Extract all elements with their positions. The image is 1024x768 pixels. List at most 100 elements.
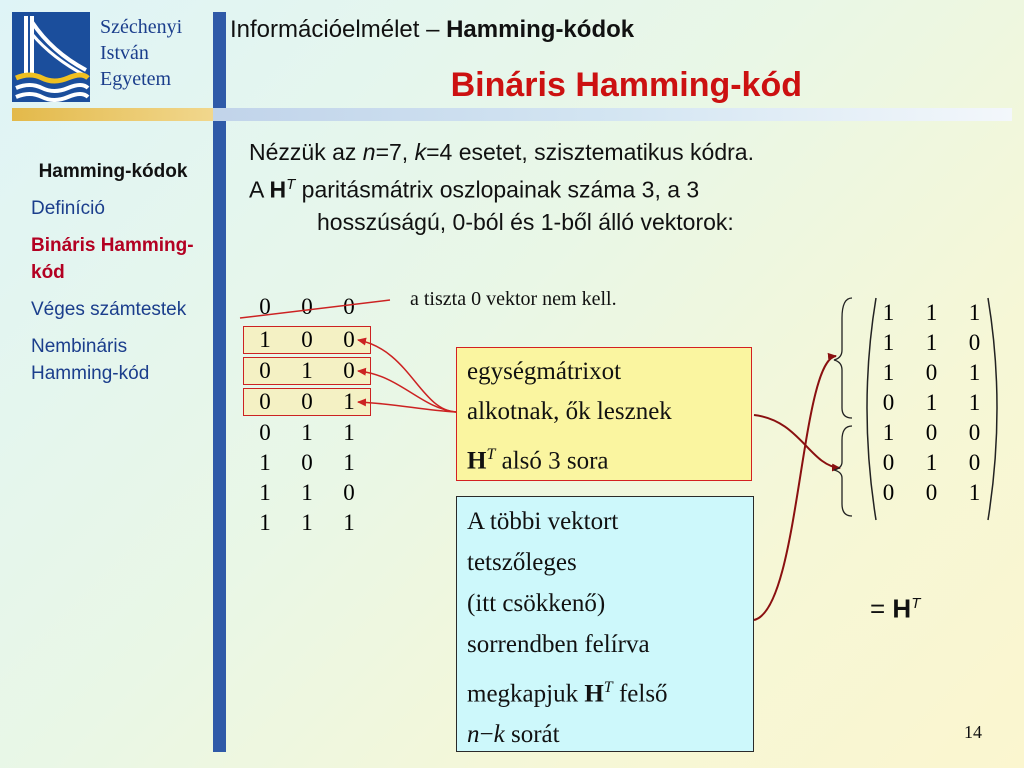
equals-sign: = (870, 593, 893, 624)
matrix-cell: 0 (968, 330, 981, 355)
matrix-cell: 0 (882, 480, 895, 505)
university-logo (12, 12, 90, 102)
matrix-cell: 1 (259, 510, 271, 535)
matrix-row: 0 0 1 (867, 478, 996, 508)
matrix-cell: 0 (301, 450, 313, 475)
vector-row: 0 0 0 (244, 294, 370, 320)
matrix-cell: 0 (343, 358, 355, 383)
matrix-cell: 0 (259, 358, 271, 383)
section-nav: Hamming-kódok Definíció Bináris Hamming-… (20, 158, 206, 397)
matrix-cell: 1 (343, 510, 355, 535)
matrix-cell: 0 (301, 389, 313, 414)
matrix-cell: 0 (343, 294, 355, 319)
vector-row: 0 1 1 (244, 420, 370, 446)
body-line: Nézzük az n=7, k=4 esetet, szisztematiku… (249, 136, 949, 168)
matrix-cell: 0 (882, 390, 895, 415)
box-line: A többi vektort (467, 508, 619, 535)
header-divider-accent (12, 108, 213, 121)
text-run: megkapjuk (467, 680, 585, 708)
matrix-h: H (467, 447, 487, 475)
matrix-cell: 1 (968, 480, 981, 505)
matrix-cell: 0 (968, 450, 981, 475)
matrix-cell: 0 (882, 450, 895, 475)
text-run: =7, (375, 139, 415, 165)
matrix-cell: 1 (259, 480, 271, 505)
box-line: n−k sorát (467, 714, 743, 755)
var-n: n (467, 721, 480, 749)
body-line: hosszúságú, 0-ból és 1-ből álló vektorok… (317, 208, 734, 235)
box-line: HT alsó 3 sora (467, 432, 741, 481)
matrix-cell: 1 (259, 327, 271, 352)
nav-item-definicio[interactable]: Definíció (31, 198, 105, 219)
course-name: Információelmélet – (230, 16, 447, 43)
transpose-mark: T (486, 446, 496, 463)
var-n: n (362, 139, 376, 165)
university-name: Széchenyi István Egyetem (100, 14, 182, 92)
transpose-mark: T (911, 595, 921, 612)
matrix-cell: 1 (925, 450, 938, 475)
transpose-mark: T (286, 176, 296, 193)
minus-sign: − (479, 721, 494, 749)
box-line: (itt csökkenő) (467, 590, 606, 617)
identity-explanation-box: egységmátrixot alkotnak, ők lesznek HT a… (456, 347, 752, 481)
vector-row-unit: 0 1 0 (243, 357, 371, 385)
nav-current-section: Hamming-kódok (38, 161, 188, 182)
matrix-cell: 1 (968, 360, 981, 385)
matrix-cell: 0 (301, 294, 313, 319)
nav-item-nembinaris-hamming-kod[interactable]: Nembináris Hamming-kód (31, 336, 150, 384)
matrix-cell: 0 (925, 420, 938, 445)
matrix-cell: 1 (343, 420, 355, 445)
arrow (753, 352, 837, 621)
course-topic: Hamming-kódok (446, 16, 635, 43)
university-name-line: Széchenyi (100, 16, 183, 38)
matrix-h: H (269, 176, 287, 203)
matrix-h: H (892, 593, 912, 624)
matrix-row: 0 1 0 (867, 448, 996, 478)
course-header: Információelmélet – Hamming-kódok (230, 16, 634, 44)
matrix-cell: 1 (925, 390, 938, 415)
equals-ht-label: = HT (870, 588, 920, 625)
matrix-cell: 0 (925, 480, 938, 505)
matrix-cell: 1 (301, 510, 313, 535)
box-line: megkapjuk HT felső (467, 665, 743, 714)
matrix-cell: 0 (925, 360, 938, 385)
body-line: A HT paritásmátrix oszlopainak száma 3, … (249, 168, 949, 206)
nav-item-veges-szamtestek[interactable]: Véges számtestek (31, 299, 187, 320)
matrix-cell: 1 (301, 358, 313, 383)
box-line: sorrendben felírva (467, 631, 650, 658)
brace-lower (833, 425, 853, 517)
matrix-cell: 0 (259, 294, 271, 319)
matrix-cell: 1 (925, 330, 938, 355)
text-run: alsó 3 sora (495, 447, 609, 475)
matrix-cell: 0 (259, 420, 271, 445)
matrix-h: H (584, 680, 604, 708)
body-text: Nézzük az n=7, k=4 esetet, szisztematiku… (249, 136, 949, 238)
text-run: Nézzük az (249, 139, 363, 165)
text-run: =4 esetet, szisztematikus kódra. (426, 139, 754, 165)
university-name-line: István (100, 42, 149, 64)
text-run: A (249, 176, 270, 203)
matrix-cell: 0 (968, 420, 981, 445)
matrix-cell: 1 (343, 389, 355, 414)
matrix-cell: 1 (343, 450, 355, 475)
text-run: paritásmátrix oszlopainak száma 3, a 3 (295, 176, 700, 203)
var-k: k (493, 721, 505, 749)
zero-vector-note: a tiszta 0 vektor nem kell. (410, 288, 617, 310)
arrow (357, 398, 457, 413)
nav-item-binaris-hamming-kod[interactable]: Bináris Hamming-kód (31, 235, 194, 283)
brace-upper (833, 297, 853, 419)
matrix-cell: 1 (301, 420, 313, 445)
arrow (357, 337, 457, 413)
transpose-mark: T (603, 679, 613, 696)
box-line: alkotnak, ők lesznek (467, 398, 672, 425)
arrow (357, 367, 457, 413)
matrix-cell: 0 (343, 327, 355, 352)
